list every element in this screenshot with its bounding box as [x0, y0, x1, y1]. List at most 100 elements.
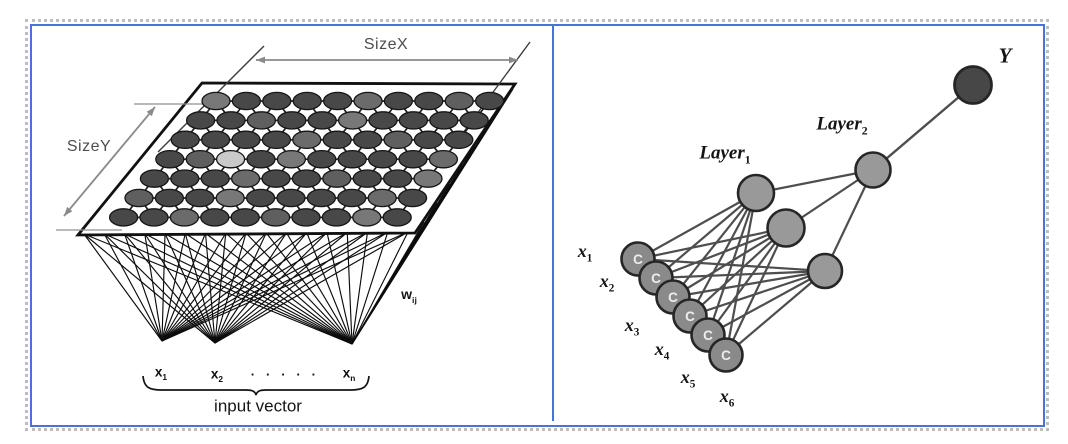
- som-neuron: [246, 111, 277, 130]
- som-neuron: [413, 130, 444, 150]
- selection-marquee-frame: [25, 19, 1049, 431]
- som-neuron: [231, 91, 262, 111]
- som-neuron: [230, 169, 261, 188]
- weight-matrix-label: wij: [401, 286, 417, 305]
- layer1-node-3: [806, 252, 844, 290]
- layer1-label: Layer1: [699, 142, 751, 167]
- figure-border: [30, 24, 1045, 427]
- som-neuron: [200, 169, 230, 188]
- som-figure: [56, 41, 531, 396]
- input-vector-brace: [142, 375, 370, 396]
- som-neuron: [291, 169, 322, 188]
- som-neurons: [108, 91, 505, 227]
- som-weight-lines: [83, 88, 514, 345]
- sizey-dimension-label: SizeY: [66, 138, 112, 155]
- layer2-label: Layer2: [816, 113, 868, 138]
- som-neuron: [155, 149, 185, 169]
- som-neuron: [382, 208, 412, 227]
- som-neuron: [444, 91, 474, 111]
- som-neuron: [185, 188, 215, 208]
- som-neuron: [154, 188, 185, 208]
- som-neuron: [474, 91, 505, 111]
- som-neuron: [352, 169, 382, 188]
- som-neuron: [231, 130, 261, 150]
- layer1-node-1: [736, 173, 776, 213]
- som-neuron: [352, 130, 383, 150]
- som-neuron: [367, 149, 398, 169]
- som-neuron: [383, 130, 413, 150]
- som-neuron: [321, 208, 352, 227]
- som-neuron: [276, 149, 307, 169]
- som-neuron: [337, 149, 367, 169]
- som-neuron: [108, 208, 139, 227]
- net-input-label-x6: x6: [719, 386, 735, 410]
- som-neuron: [200, 130, 231, 150]
- som-neuron: [170, 130, 200, 150]
- input-vector-label: input vector: [214, 396, 302, 416]
- som-neuron: [397, 188, 428, 208]
- som-neuron: [215, 149, 246, 169]
- som-neuron: [170, 169, 200, 188]
- som-neuron: [261, 169, 291, 188]
- som-neuron: [200, 208, 230, 227]
- som-neuron: [429, 111, 459, 130]
- input-node-letter: C: [633, 252, 643, 267]
- som-neuron: [368, 111, 398, 130]
- som-neuron: [245, 188, 276, 208]
- som-neuron: [262, 91, 292, 111]
- som-neuron: [276, 188, 306, 208]
- som-neuron: [459, 111, 489, 130]
- som-neuron: [307, 149, 337, 169]
- som-neuron: [352, 208, 382, 227]
- som-input-label-xn: xn: [342, 365, 356, 383]
- som-neuron: [337, 111, 368, 130]
- layer1-node-2: [766, 208, 806, 248]
- som-neuron: [139, 169, 170, 188]
- som-neuron: [185, 149, 215, 169]
- output-node: [953, 65, 993, 105]
- input-ellipsis-dots: . . . . .: [250, 363, 320, 379]
- som-neuron: [230, 208, 260, 227]
- som-neuron: [383, 91, 414, 111]
- sizex-dimension-label: SizeX: [363, 36, 409, 53]
- som-neuron: [215, 188, 245, 208]
- som-neuron: [201, 91, 231, 111]
- som-neuron: [124, 188, 154, 208]
- panel-divider: [552, 26, 554, 421]
- net-input-label-x3: x3: [624, 315, 640, 339]
- som-neuron: [337, 188, 367, 208]
- som-neuron: [185, 111, 216, 130]
- net-input-label-x4: x4: [654, 339, 670, 363]
- input-node-letter: C: [703, 328, 713, 343]
- som-neuron: [367, 188, 397, 208]
- som-input-label-x1: x1: [154, 364, 168, 382]
- som-neuron: [322, 91, 353, 111]
- input-node-letter: C: [668, 290, 678, 305]
- som-neuron: [216, 111, 246, 130]
- som-neuron: [322, 130, 352, 150]
- som-neuron: [292, 91, 322, 111]
- som-neuron: [291, 208, 321, 227]
- net-input-label-x5: x5: [680, 367, 696, 391]
- som-neuron: [260, 208, 291, 227]
- output-label: Y: [998, 43, 1012, 68]
- som-dimension-annotations: [56, 41, 531, 231]
- som-neuron: [414, 91, 444, 111]
- som-neuron: [261, 130, 292, 150]
- som-neuron: [139, 208, 169, 227]
- som-neuron: [322, 169, 352, 188]
- som-neuron: [169, 208, 200, 227]
- som-neuron: [444, 130, 474, 150]
- som-neuron: [306, 188, 337, 208]
- input-node-letter: C: [651, 271, 661, 286]
- som-neuron: [307, 111, 337, 130]
- input-node-letter: C: [685, 309, 695, 324]
- som-neuron: [428, 149, 459, 169]
- som-neuron: [382, 169, 413, 188]
- som-neuron: [353, 91, 383, 111]
- som-neuron: [292, 130, 322, 150]
- som-neuron: [246, 149, 276, 169]
- layer2-node: [854, 151, 892, 189]
